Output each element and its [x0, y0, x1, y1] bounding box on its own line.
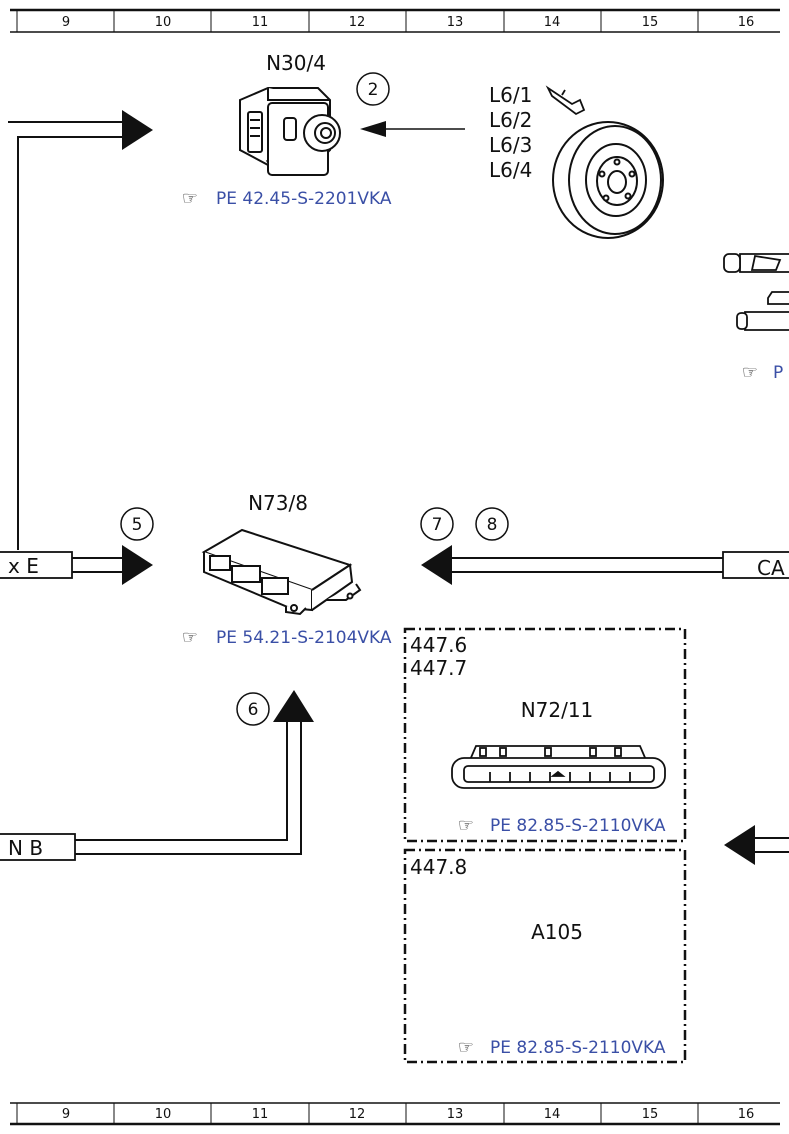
grid-col-13-bottom: 13: [447, 1107, 464, 1122]
callout-8: 8: [475, 507, 509, 541]
grid-col-10-bottom: 10: [155, 1107, 172, 1122]
grid-col-9: 9: [62, 15, 70, 30]
wire-right-edge-arrow: [724, 825, 789, 865]
wire-left-upper: [8, 110, 153, 550]
right-edge-partial-parts: [723, 253, 789, 331]
code-447-7: 447.7: [410, 656, 467, 680]
arrow-to-n73-8-left: [122, 545, 153, 585]
arrow-left-right-edge: [724, 825, 755, 865]
grid-col-11-bottom: 11: [252, 1107, 269, 1122]
grid-ruler-top: 9 10 11 12 13 14 15 16: [10, 8, 780, 33]
svg-text:5: 5: [132, 515, 143, 535]
grid-col-12-bottom: 12: [349, 1107, 366, 1122]
n72-11-label: N72/11: [521, 698, 594, 722]
grid-col-15-bottom: 15: [642, 1107, 659, 1122]
code-447-8: 447.8: [410, 855, 467, 879]
hydraulic-unit-icon: [239, 87, 341, 176]
l6-3-label: L6/3: [489, 133, 532, 157]
a105-component[interactable]: 447.8 A105 ☞ PE 82.85-S-2110VKA: [403, 848, 687, 1064]
n73-8-ref[interactable]: ☞ PE 54.21-S-2104VKA: [182, 627, 392, 648]
grid-col-11: 11: [252, 15, 269, 30]
arrow-up-to-n73-8: [273, 690, 314, 722]
right-ref-partial: ☞ P: [742, 362, 783, 383]
arrow-to-n30-4: [122, 110, 153, 150]
n30-4-component[interactable]: N30/4 ☞ PE 42.45-S-2201VKA: [182, 51, 392, 209]
grid-col-16-bottom: 16: [738, 1107, 755, 1122]
grid-col-9-bottom: 9: [62, 1107, 70, 1122]
code-447-6: 447.6: [410, 633, 467, 657]
pointing-hand-icon-n72-11: ☞: [458, 815, 474, 836]
n73-8-component[interactable]: N73/8 ☞ PE 54.21-S-2104VKA: [182, 491, 392, 648]
grid-col-15: 15: [642, 15, 659, 30]
control-unit-icon: [201, 528, 362, 616]
arrow-to-n73-8-right: [421, 545, 452, 585]
pointing-hand-icon-n73-8: ☞: [182, 627, 198, 648]
svg-text:8: 8: [487, 515, 498, 535]
l6-2-label: L6/2: [489, 108, 532, 132]
callout-6: 6: [236, 692, 270, 726]
grid-col-10: 10: [155, 15, 172, 30]
wire-x-e-to-n73-8: [72, 545, 153, 585]
grid-col-12: 12: [349, 15, 366, 30]
n73-8-ref-text[interactable]: PE 54.21-S-2104VKA: [216, 628, 392, 648]
a105-label: A105: [531, 920, 583, 944]
n-b-label: N B: [8, 836, 43, 860]
callout-2: 2: [356, 72, 390, 106]
callout-7: 7: [420, 507, 454, 541]
grid-col-16: 16: [738, 15, 755, 30]
n72-11-component[interactable]: 447.6 447.7 N72/11 ☞ PE 82.85-S-2110VKA: [403, 627, 687, 843]
n72-11-ref-text[interactable]: PE 82.85-S-2110VKA: [490, 816, 666, 836]
n-b-connector[interactable]: N B: [0, 833, 76, 861]
a105-ref[interactable]: ☞ PE 82.85-S-2110VKA: [458, 1037, 666, 1058]
svg-text:2: 2: [368, 80, 379, 100]
n73-8-label: N73/8: [248, 491, 308, 515]
x-e-connector[interactable]: x E: [0, 551, 73, 579]
grid-ruler-bottom: 9 10 11 12 13 14 15 16: [10, 1102, 780, 1126]
grid-col-14-bottom: 14: [544, 1107, 561, 1122]
wire-n-b-to-n73-8: [75, 690, 314, 855]
n30-4-ref-text[interactable]: PE 42.45-S-2201VKA: [216, 189, 392, 209]
wire-ca-to-n73-8: [421, 545, 723, 585]
l6-4-label: L6/4: [489, 158, 532, 182]
a105-ref-text[interactable]: PE 82.85-S-2110VKA: [490, 1038, 666, 1058]
arrow-l6-to-n30-4: [360, 121, 465, 137]
n72-11-ref[interactable]: ☞ PE 82.85-S-2110VKA: [458, 815, 666, 836]
speed-sensor-icon: [545, 85, 586, 116]
pointing-hand-icon-a105: ☞: [458, 1037, 474, 1058]
ca-connector[interactable]: CA: [722, 551, 789, 580]
callout-5: 5: [120, 507, 154, 541]
l6-1-label: L6/1: [489, 83, 532, 107]
grid-col-13: 13: [447, 15, 464, 30]
brake-disc-icon: [552, 121, 664, 239]
svg-text:6: 6: [248, 700, 259, 720]
grid-col-14: 14: [544, 15, 561, 30]
pointing-hand-icon: ☞: [182, 188, 198, 209]
switch-panel-icon: [451, 745, 666, 789]
l6-sensors-component[interactable]: L6/1 L6/2 L6/3 L6/4: [489, 83, 664, 239]
n30-4-label: N30/4: [266, 51, 326, 75]
pointing-hand-icon-right: ☞: [742, 362, 758, 383]
x-e-label: x E: [8, 554, 39, 578]
svg-text:7: 7: [432, 515, 443, 535]
right-ref-text: P: [773, 363, 783, 383]
ca-label: CA: [757, 556, 785, 580]
n30-4-ref[interactable]: ☞ PE 42.45-S-2201VKA: [182, 188, 392, 209]
